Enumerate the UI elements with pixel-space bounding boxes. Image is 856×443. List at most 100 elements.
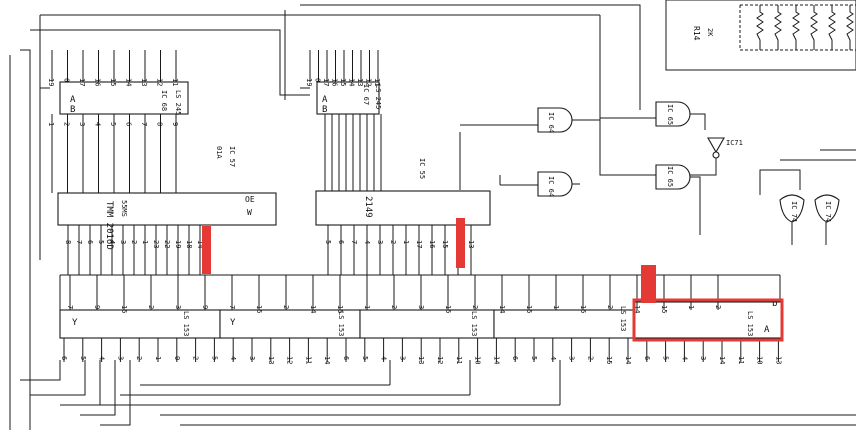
highlight-ram2-pin bbox=[456, 218, 465, 268]
mux-pin-number: 4 bbox=[680, 356, 688, 360]
svg-text:IC 68: IC 68 bbox=[160, 90, 168, 111]
mux-pin-number: 3 bbox=[116, 356, 124, 360]
mux-pin-number: 1 bbox=[687, 305, 695, 309]
mux-pin-number: 14 bbox=[718, 356, 726, 364]
mux-pin-number: 5 bbox=[79, 356, 87, 360]
svg-text:IC 74: IC 74 bbox=[790, 201, 798, 222]
svg-text:A: A bbox=[322, 95, 328, 105]
svg-text:LS 153: LS 153 bbox=[337, 311, 345, 336]
mux-pin-number: 3 bbox=[174, 305, 182, 309]
mux-pin-number: 10 bbox=[756, 356, 764, 364]
svg-text:2K: 2K bbox=[706, 28, 714, 37]
svg-text:Y: Y bbox=[72, 318, 78, 328]
svg-text:IC 57: IC 57 bbox=[228, 146, 236, 167]
ic68-pin-number: 0 bbox=[63, 78, 71, 82]
highlight-markers bbox=[202, 218, 784, 342]
mux-pin-number: 2 bbox=[586, 356, 594, 360]
ic68-pin-number: 15 bbox=[109, 78, 117, 86]
ic67-pin-number: 14 bbox=[348, 78, 356, 86]
ic67-ls245: A B IC 67 LS 245 bbox=[316, 81, 382, 115]
mux-pin-number: 2 bbox=[606, 305, 614, 309]
mux-pin-number: 15 bbox=[120, 305, 128, 313]
ram-pin-number: 6 bbox=[86, 240, 94, 244]
ram-pin-number: 4 bbox=[363, 240, 371, 244]
mux-pin-number: 14 bbox=[492, 356, 500, 364]
svg-text:LS 153: LS 153 bbox=[470, 311, 478, 336]
ic67-pin-number: 0 bbox=[314, 78, 322, 82]
ic68-ls245: A B IC 68 LS 245 bbox=[59, 81, 189, 115]
ic68-pin-number: 6 bbox=[125, 122, 133, 126]
mux-pin-number: 15 bbox=[660, 305, 668, 313]
ram-pin-number: 22 bbox=[163, 240, 171, 248]
svg-text:01A: 01A bbox=[215, 146, 223, 159]
mux-pin-number: 15 bbox=[444, 305, 452, 313]
mux-pin-number: 11 bbox=[304, 356, 312, 364]
svg-text:A: A bbox=[70, 95, 76, 105]
svg-text:IC 55: IC 55 bbox=[418, 158, 426, 179]
svg-text:Y: Y bbox=[230, 318, 236, 328]
svg-text:LS 153: LS 153 bbox=[182, 311, 190, 336]
mux-row: Y Y LS 153 LS 153 LS 153 LS 153 LS 153 A… bbox=[59, 274, 783, 339]
ic68-pin-number: 8 bbox=[156, 122, 164, 126]
ram-pin-number: 13 bbox=[467, 240, 475, 248]
mux-pin-number: 5 bbox=[210, 356, 218, 360]
resistor-element bbox=[792, 5, 800, 50]
svg-text:IC 64: IC 64 bbox=[547, 176, 555, 197]
mux-pin-number: 6 bbox=[342, 356, 350, 360]
ram-pin-number: 16 bbox=[428, 240, 436, 248]
ram-pin-number: 4 bbox=[108, 240, 116, 244]
ic68-pin-number: 13 bbox=[140, 78, 148, 86]
svg-text:R14: R14 bbox=[692, 26, 701, 41]
mux-pin-number: 2 bbox=[471, 305, 479, 309]
mux-pin-number: 4 bbox=[229, 356, 237, 360]
ic68-pin-number: 1 bbox=[47, 122, 55, 126]
mux-pin-number: 2 bbox=[714, 305, 722, 309]
mux-pin-number: 14 bbox=[624, 356, 632, 364]
mux-pin-number: 1 bbox=[154, 356, 162, 360]
highlight-mux-pin bbox=[641, 265, 656, 303]
svg-text:TMM 2016D: TMM 2016D bbox=[104, 201, 114, 250]
svg-text:B: B bbox=[70, 105, 75, 115]
mux-pin-number: 13 bbox=[267, 356, 275, 364]
svg-text:IC 67: IC 67 bbox=[362, 84, 370, 105]
mux-pin-number: 14 bbox=[498, 305, 506, 313]
mux-pin-number: 12 bbox=[436, 356, 444, 364]
ram-pin-number: 17 bbox=[415, 240, 423, 248]
mux-pin-number: 4 bbox=[549, 356, 557, 360]
ic67-pin-number: 15 bbox=[339, 78, 347, 86]
mux-pin-number: 2 bbox=[192, 356, 200, 360]
ram-pin-number: 6 bbox=[337, 240, 345, 244]
resistor-element bbox=[828, 5, 836, 50]
mux-pin-number: 4 bbox=[98, 356, 106, 360]
mux-pin-number: 14 bbox=[309, 305, 317, 313]
svg-text:IC 65: IC 65 bbox=[666, 104, 674, 125]
svg-text:LS 245: LS 245 bbox=[174, 90, 182, 115]
logic-gates: IC 64 IC 64 IC 65 IC 65 IC71 IC 74 IC 74 bbox=[459, 101, 856, 245]
ic68-pin-number: 11 bbox=[171, 78, 179, 86]
bottom-bus bbox=[20, 360, 856, 426]
ic67-pin-number: 12 bbox=[365, 78, 373, 86]
mux-pin-number: 9 bbox=[93, 305, 101, 309]
ic68-pin-number: 2 bbox=[63, 122, 71, 126]
mux-pin-number: 7 bbox=[228, 305, 236, 309]
mux-pin-number: 2 bbox=[390, 305, 398, 309]
mux-pin-number: 1 bbox=[552, 305, 560, 309]
mux-pin-number: 2 bbox=[135, 356, 143, 360]
ic67-pin-number: 19 bbox=[305, 78, 313, 86]
mux-pin-number: 9 bbox=[201, 305, 209, 309]
mux-pin-number: 11 bbox=[737, 356, 745, 364]
mux-pin-number: 3 bbox=[248, 356, 256, 360]
svg-text:b: b bbox=[772, 299, 777, 309]
ram-pin-number: 3 bbox=[376, 240, 384, 244]
mux-pin-number: 14 bbox=[633, 305, 641, 313]
ic68-pin-number: 3 bbox=[78, 122, 86, 126]
ic68-pin-number: 16 bbox=[94, 78, 102, 86]
svg-text:55MS: 55MS bbox=[120, 200, 128, 217]
ic68-pin-number: 5 bbox=[109, 122, 117, 126]
svg-text:IC 64: IC 64 bbox=[547, 112, 555, 133]
ic68-pin-number: 4 bbox=[94, 122, 102, 126]
mux-pin-number: 5 bbox=[662, 356, 670, 360]
mux-pin-number: 6 bbox=[511, 356, 519, 360]
